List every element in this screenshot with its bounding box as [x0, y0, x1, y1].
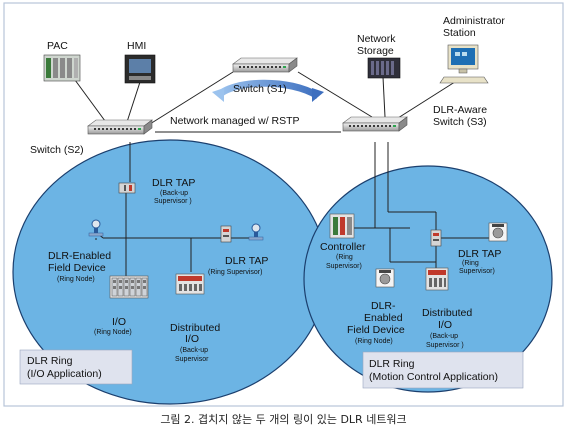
label-field-device-sub: (Ring Node): [57, 276, 95, 283]
switch-s2-icon: [87, 119, 153, 135]
label-pac: PAC: [47, 40, 68, 52]
label-controller-sub-1: (Ring: [336, 254, 353, 261]
label-controller-sub-2: Supervisor): [326, 263, 362, 270]
label-left-tap-sub-1: (Back-up: [160, 190, 188, 197]
label-network-storage-1: Network: [357, 33, 396, 45]
network-storage-device: [367, 57, 401, 79]
administrator-station-device: [439, 44, 489, 84]
label-dlr-aware-2: Switch (S3): [433, 116, 487, 128]
right-dlr-tap-device: [430, 229, 442, 247]
label-io: I/O: [112, 316, 126, 328]
label-network-storage-2: Storage: [357, 45, 394, 57]
left-dlr-tap-device: [118, 182, 136, 194]
label-dist-io-sub-1: (Back-up: [180, 347, 208, 354]
left-tap2-device: [220, 225, 232, 243]
label-ring-left-1: DLR Ring: [27, 355, 73, 367]
label-admin-2: Station: [443, 27, 476, 39]
label-enabled-fd-3: Field Device: [347, 324, 405, 336]
pac-device: [43, 54, 81, 82]
label-left-tap: DLR TAP: [152, 177, 195, 189]
label-right-tap-sub-1: (Ring: [462, 260, 479, 267]
label-io-sub: (Ring Node): [94, 329, 132, 336]
right-drive-2: [375, 268, 395, 288]
left-distributed-io-device: [175, 273, 205, 295]
hmi-device: [124, 54, 156, 84]
label-network-managed: Network managed w/ RSTP: [170, 115, 300, 127]
label-right-dist-io-sub-2: Supervisor ): [426, 342, 464, 349]
label-controller: Controller: [320, 241, 366, 253]
io-rack: [109, 275, 149, 299]
label-right-tap-sub-2: Supervisor): [459, 268, 495, 275]
controller-device: [329, 213, 355, 239]
rstp-arrow: [212, 79, 324, 102]
label-ring-right-2: (Motion Control Application): [369, 371, 498, 383]
figure-caption: 그림 2. 겹치지 않는 두 개의 링이 있는 DLR 네트워크: [160, 413, 407, 426]
label-enabled-fd-1: DLR-: [371, 300, 396, 312]
label-switch-s2: Switch (S2): [30, 144, 84, 156]
label-left-tap2: DLR TAP: [225, 255, 268, 267]
label-dist-io-1: Distributed: [170, 322, 220, 334]
ring-left-label-box: [19, 349, 133, 385]
label-right-tap: DLR TAP: [458, 248, 501, 260]
label-left-tap-sub-2: Supervisor ): [154, 198, 192, 205]
left-ring-lines: [95, 142, 250, 278]
label-left-tap2-sub: (Ring Supervisor): [208, 269, 262, 276]
switch-s3-icon: [342, 116, 408, 132]
label-right-dist-io-sub-1: (Back-up: [430, 333, 458, 340]
right-drive-1: [488, 222, 508, 242]
label-dist-io-sub-2: Supervisor: [175, 356, 209, 363]
switch-s1-icon: [232, 57, 298, 73]
ring-right-label-box: [362, 351, 524, 389]
label-ring-left-2: (I/O Application): [27, 368, 102, 380]
label-field-device-2: Field Device: [48, 262, 106, 274]
top-network-lines: [74, 71, 459, 133]
label-right-dist-io-1: Distributed: [422, 307, 472, 319]
label-field-device-1: DLR-Enabled: [48, 250, 111, 262]
label-enabled-fd-2: Enabled: [364, 312, 403, 324]
label-dist-io-2: I/O: [185, 333, 199, 345]
right-distributed-io-device: [425, 267, 449, 291]
label-dlr-aware-1: DLR-Aware: [433, 104, 487, 116]
label-enabled-fd-sub: (Ring Node): [355, 338, 393, 345]
label-hmi: HMI: [127, 40, 146, 52]
dlr-network-diagram: PAC HMI Network Storage Administrator St…: [3, 2, 564, 407]
label-right-dist-io-2: I/O: [438, 319, 452, 331]
label-switch-s1: Switch (S1): [233, 83, 287, 95]
label-ring-right-1: DLR Ring: [369, 358, 415, 370]
label-admin-1: Administrator: [443, 15, 505, 27]
